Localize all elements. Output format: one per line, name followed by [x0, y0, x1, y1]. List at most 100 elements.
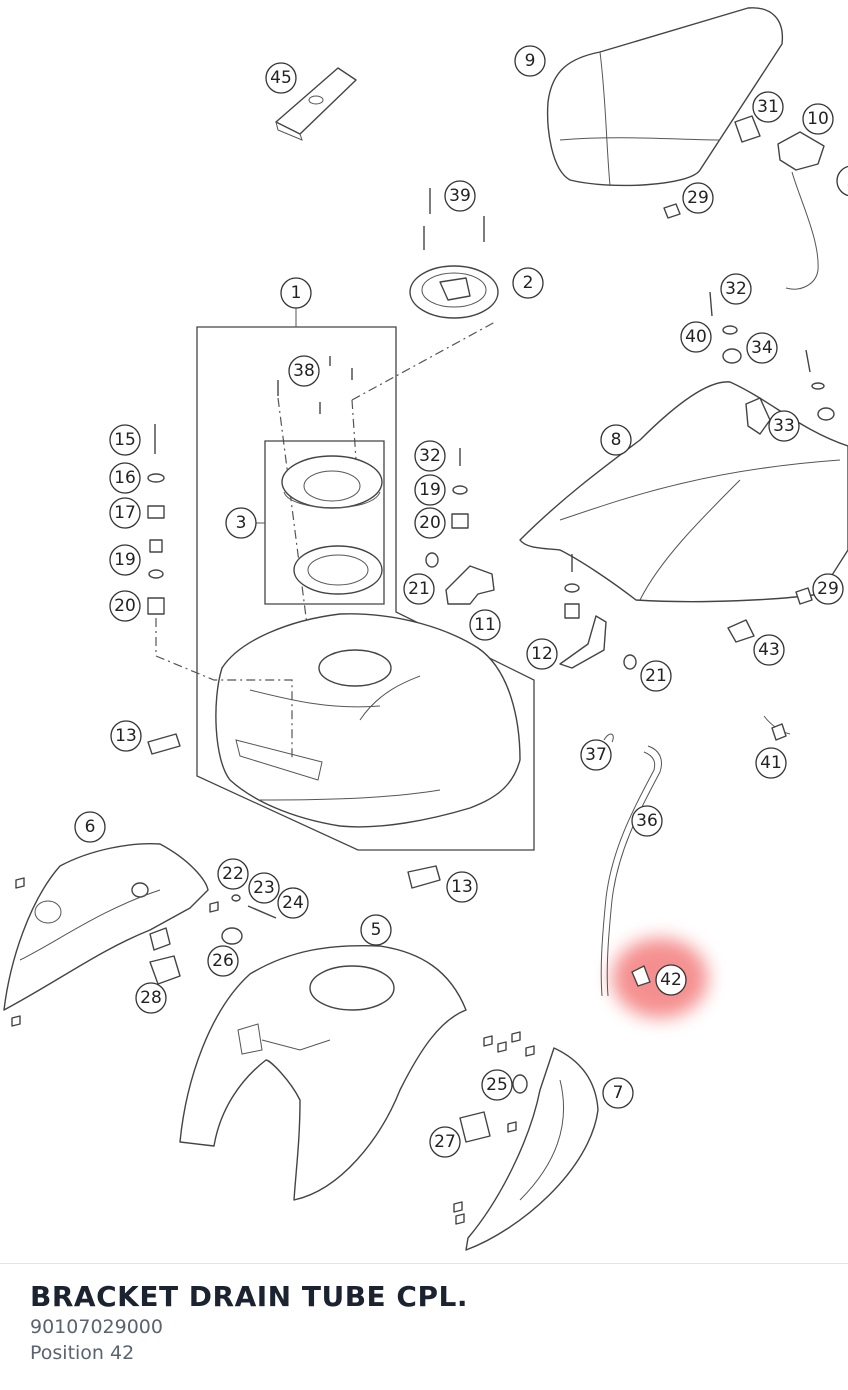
- part-29-rubber-buffer[interactable]: [663, 203, 681, 219]
- callout-22[interactable]: 22: [217, 858, 249, 890]
- callout-32-right[interactable]: 32: [720, 273, 752, 305]
- callout-13-left[interactable]: 13: [110, 720, 142, 752]
- part-26-grommet[interactable]: [221, 927, 243, 945]
- part-34-rubber[interactable]: [722, 348, 742, 364]
- svg-text:42: 42: [660, 970, 682, 990]
- svg-text:22: 22: [222, 864, 244, 884]
- callout-19-left[interactable]: 19: [109, 544, 141, 576]
- part-13-pad-left[interactable]: [147, 733, 181, 755]
- callout-45[interactable]: 45: [265, 62, 297, 94]
- callout-19-mid[interactable]: 19: [414, 474, 446, 506]
- part-13-pad-right[interactable]: [407, 865, 441, 889]
- callout-41[interactable]: 41: [755, 747, 787, 779]
- svg-text:40: 40: [685, 327, 707, 347]
- part-42-bracket-drain-tube[interactable]: [631, 965, 651, 987]
- part-5-tank-cover[interactable]: [179, 944, 467, 1201]
- part-16-washer[interactable]: [147, 473, 165, 483]
- svg-text:3: 3: [847, 171, 848, 191]
- svg-text:33: 33: [773, 416, 795, 436]
- callout-1[interactable]: 1: [280, 277, 312, 309]
- part-7-right-side-panel[interactable]: [465, 1047, 599, 1251]
- part-43-clip[interactable]: [727, 619, 755, 643]
- callout-24[interactable]: 24: [277, 887, 309, 919]
- callout-13-right[interactable]: 13: [446, 871, 478, 903]
- callout-12[interactable]: 12: [526, 638, 558, 670]
- part-2-fuel-cap[interactable]: [409, 265, 499, 319]
- callout-6[interactable]: 6: [74, 811, 106, 843]
- callout-20-left[interactable]: 20: [109, 590, 141, 622]
- callout-16[interactable]: 16: [109, 462, 141, 494]
- part-37-clamp[interactable]: [603, 733, 614, 743]
- part-40-washer[interactable]: [722, 325, 738, 335]
- part-info-panel: BRACKET DRAIN TUBE CPL. 90107029000 Posi…: [30, 1280, 820, 1366]
- callout-40[interactable]: 40: [680, 321, 712, 353]
- part-45-key-tag[interactable]: [275, 67, 357, 141]
- part-25-grommet[interactable]: [512, 1074, 528, 1094]
- callout-3[interactable]: 3: [225, 507, 257, 539]
- callout-25[interactable]: 25: [481, 1069, 513, 1101]
- callout-9[interactable]: 9: [514, 45, 546, 77]
- callout-23[interactable]: 23: [248, 872, 280, 904]
- part-20-rubber-bushing[interactable]: [147, 597, 165, 615]
- part-29-buffer-right[interactable]: [795, 587, 813, 605]
- callout-21-right[interactable]: 21: [640, 660, 672, 692]
- part-6-left-side-panel[interactable]: [3, 843, 209, 1011]
- part-31-connector[interactable]: [734, 115, 761, 143]
- callout-17[interactable]: 17: [109, 497, 141, 529]
- callout-7[interactable]: 7: [602, 1077, 634, 1109]
- callout-15[interactable]: 15: [109, 424, 141, 456]
- svg-text:1: 1: [291, 283, 302, 303]
- callout-29-top[interactable]: 29: [682, 182, 714, 214]
- part-10-seat-lock[interactable]: [777, 131, 825, 290]
- callout-37[interactable]: 37: [580, 739, 612, 771]
- callout-31[interactable]: 31: [752, 91, 784, 123]
- callout-21-mid[interactable]: 21: [403, 573, 435, 605]
- callout-32-mid[interactable]: 32: [414, 440, 446, 472]
- part-22-screws[interactable]: [11, 877, 219, 1027]
- callout-33[interactable]: 33: [768, 410, 800, 442]
- part-27-spacer[interactable]: [459, 1111, 491, 1143]
- part-20-rubber-mid[interactable]: [451, 513, 469, 529]
- callout-39[interactable]: 39: [444, 180, 476, 212]
- part-39-screws[interactable]: [423, 188, 485, 250]
- part-24-screw[interactable]: [247, 905, 277, 919]
- callout-2[interactable]: 2: [512, 267, 544, 299]
- callout-36[interactable]: 36: [631, 805, 663, 837]
- part-23-washer[interactable]: [231, 894, 241, 902]
- callout-8[interactable]: 8: [600, 424, 632, 456]
- part-38-screws[interactable]: [277, 356, 353, 414]
- callout-20-mid[interactable]: 20: [414, 507, 446, 539]
- part-11-bracket[interactable]: [445, 565, 495, 605]
- callout-29-right[interactable]: 29: [812, 573, 844, 605]
- callout-38[interactable]: 38: [288, 355, 320, 387]
- svg-text:27: 27: [434, 1132, 456, 1152]
- callout-3-cut[interactable]: 3: [836, 165, 848, 197]
- callout-5[interactable]: 5: [360, 914, 392, 946]
- part-1-fuel-tank[interactable]: [215, 613, 521, 828]
- callout-34[interactable]: 34: [746, 332, 778, 364]
- part-41-cable[interactable]: [763, 715, 791, 741]
- part-28-spacer[interactable]: [149, 955, 181, 985]
- part-17-nut[interactable]: [147, 505, 165, 519]
- part-21-rivet-nut-right[interactable]: [623, 654, 637, 670]
- part-3-fuel-pump-flange[interactable]: [281, 455, 383, 595]
- callout-11[interactable]: 11: [469, 609, 501, 641]
- callout-42[interactable]: 42: [655, 964, 687, 996]
- part-19-bushing-mid[interactable]: [452, 485, 468, 495]
- svg-text:41: 41: [760, 753, 782, 773]
- callout-27[interactable]: 27: [429, 1126, 461, 1158]
- part-32-screw-right[interactable]: [709, 291, 713, 317]
- part-36-drain-tube[interactable]: [600, 745, 662, 997]
- part-9-passenger-seat[interactable]: [546, 7, 784, 187]
- part-19-bushing[interactable]: [148, 539, 164, 579]
- part-21-rivet-nut[interactable]: [425, 552, 439, 568]
- part-12-bracket[interactable]: [559, 554, 607, 669]
- part-8-rider-seat[interactable]: [519, 381, 848, 603]
- callout-10[interactable]: 10: [802, 103, 834, 135]
- callout-28[interactable]: 28: [135, 982, 167, 1014]
- callout-26[interactable]: 26: [207, 945, 239, 977]
- svg-text:13: 13: [115, 726, 137, 746]
- svg-text:2: 2: [523, 273, 534, 293]
- callout-43[interactable]: 43: [753, 634, 785, 666]
- svg-text:20: 20: [419, 513, 441, 533]
